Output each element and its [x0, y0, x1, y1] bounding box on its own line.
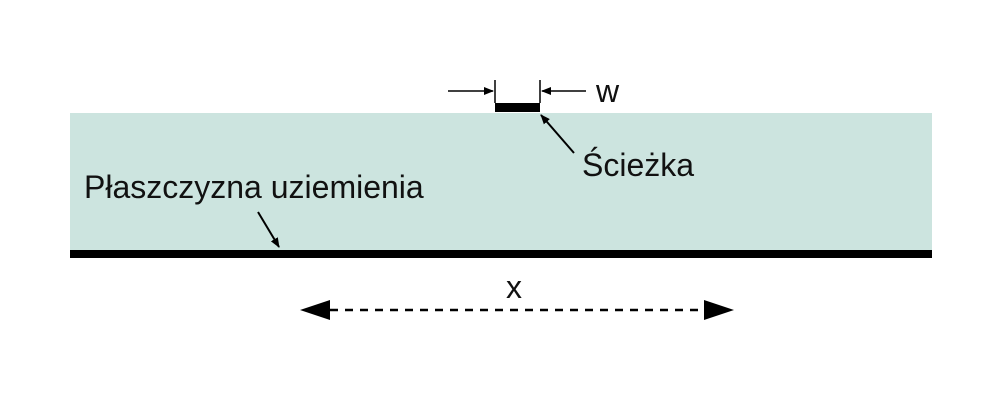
ground-plane-label: Płaszczyzna uziemienia	[84, 169, 424, 205]
distance-label: x	[506, 269, 522, 305]
trace-pointer-arrow	[540, 114, 575, 154]
distance-right-arrowhead	[704, 300, 734, 320]
trace-conductor	[495, 103, 540, 112]
trace-label: Ścieżka	[582, 147, 694, 183]
ground-pointer-arrow	[257, 211, 280, 248]
distance-left-arrowhead	[300, 300, 330, 320]
dielectric-substrate	[70, 113, 932, 253]
width-label: w	[595, 73, 620, 109]
ground-plane	[70, 250, 932, 258]
